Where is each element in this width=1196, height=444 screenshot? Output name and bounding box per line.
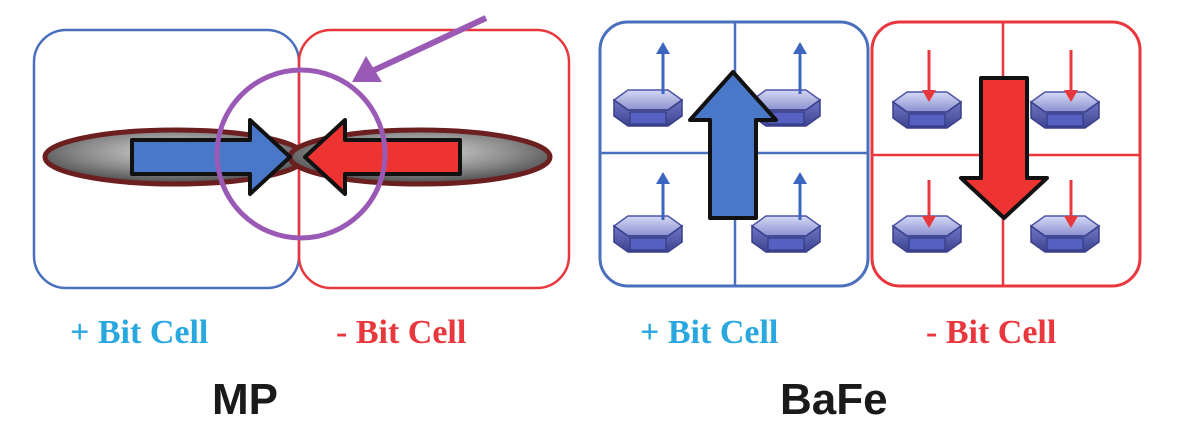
hexagonal-particle-icon [751,215,821,253]
up-arrow-icon [688,70,778,220]
mp-title: MP [212,375,278,424]
bafe-panel [598,20,1142,288]
bafe-title: BaFe [780,375,888,424]
hexagonal-particle-icon [613,215,683,253]
down-arrow-icon [959,76,1049,220]
small-down-arrow-icon [922,50,1078,228]
pointer-arrow-head-icon [352,56,382,82]
transition-highlight-circle [214,67,388,241]
hexagonal-particle-icon [1030,91,1100,129]
mp-plus-caption: + Bit Cell [70,314,209,351]
right-arrow-icon [130,118,292,196]
mp-minus-caption: - Bit Cell [336,314,467,351]
small-up-arrow-icon [656,42,807,220]
bafe-minus-caption: - Bit Cell [926,314,1057,351]
mp-panel [32,15,571,290]
hexagonal-particle-icon [1030,215,1100,253]
bafe-plus-caption: + Bit Cell [640,314,779,351]
hexagonal-particle-icon [613,89,683,127]
pointer-arrow-line [368,15,488,75]
